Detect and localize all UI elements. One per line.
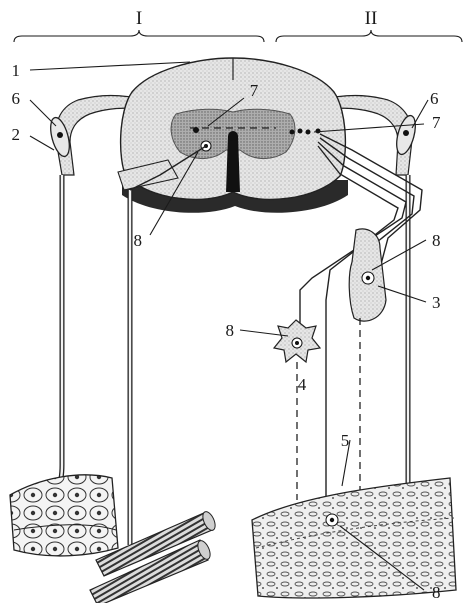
label-5: 5 xyxy=(341,431,350,450)
section-label-left: I xyxy=(136,8,142,29)
label-8-bottom: 8 xyxy=(432,583,441,602)
section-brace-right xyxy=(276,30,462,42)
label-6-right: 6 xyxy=(430,89,439,108)
label-7-left: 7 xyxy=(250,81,259,100)
label-4: 4 xyxy=(298,375,307,394)
label-8-right-top: 8 xyxy=(432,231,441,250)
spinal-cord-section xyxy=(118,58,348,213)
internal-organ-wall-tissue xyxy=(252,478,456,598)
section-brace-left xyxy=(14,30,264,42)
label-6-left: 6 xyxy=(12,89,21,108)
label-8-left: 8 xyxy=(134,231,143,250)
skin-epithelium-tissue xyxy=(10,475,118,556)
label-8-ganglion: 8 xyxy=(226,321,235,340)
label-1: 1 xyxy=(12,61,21,80)
section-label-right: II xyxy=(365,8,378,29)
left-sensory-fiber xyxy=(58,175,62,488)
label-3: 3 xyxy=(432,293,441,312)
left-intercalated-neuron xyxy=(193,127,199,133)
prevertebral-ganglion xyxy=(274,320,320,362)
label-7-right: 7 xyxy=(432,113,441,132)
label-2: 2 xyxy=(12,125,21,144)
paravertebral-ganglion xyxy=(349,229,386,321)
